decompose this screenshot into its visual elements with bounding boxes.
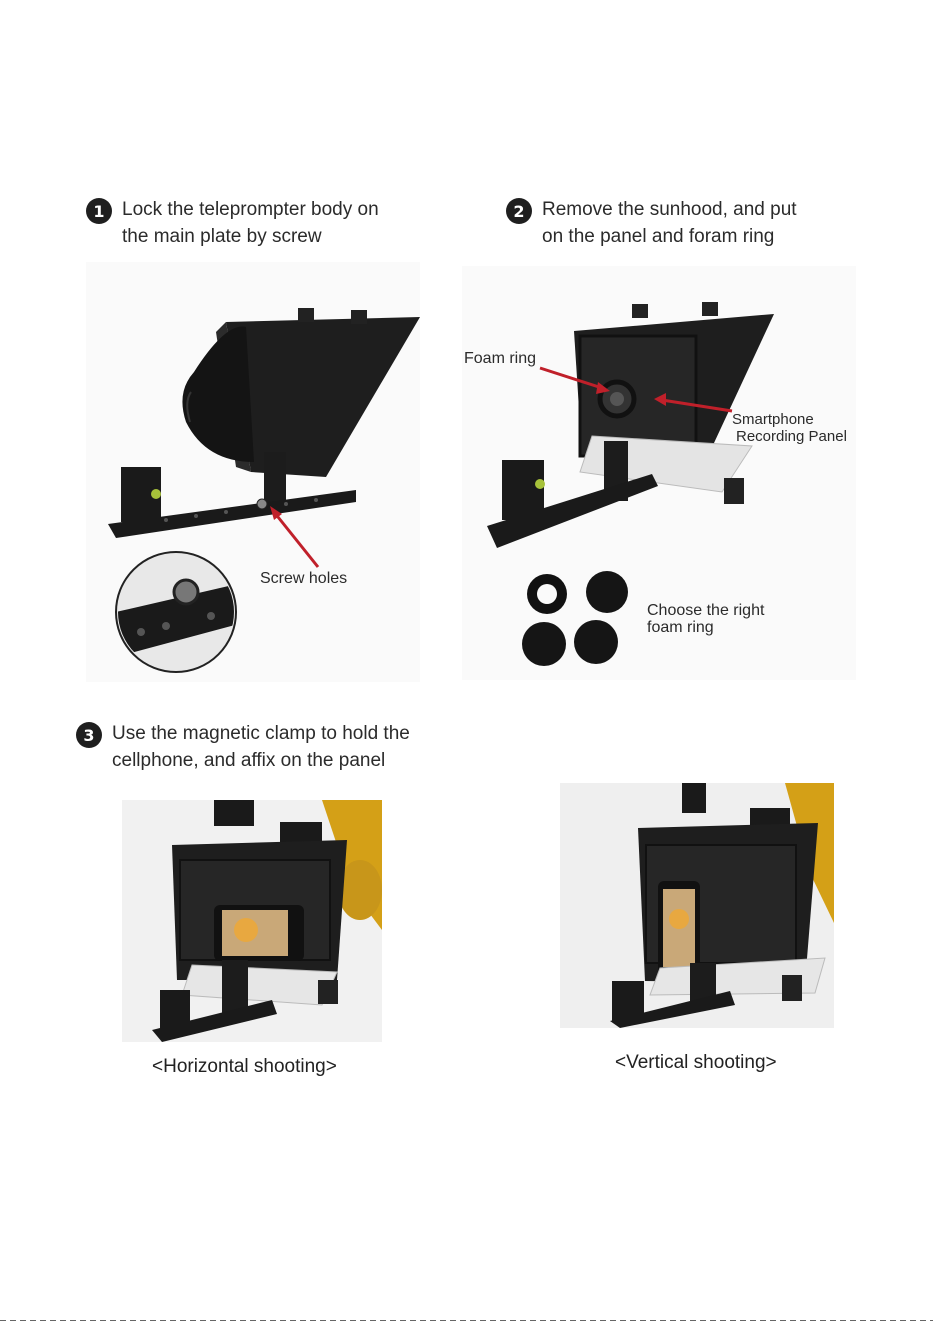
step-3-text-line1: Use the magnetic clamp to hold the bbox=[112, 723, 410, 744]
horizontal-shooting-caption: <Horizontal shooting> bbox=[152, 1056, 337, 1077]
vertical-shooting-photo bbox=[560, 783, 834, 1028]
vertical-shooting-caption: <Vertical shooting> bbox=[615, 1052, 777, 1073]
step-2-number: 2 bbox=[506, 198, 532, 224]
screw-holes-label: Screw holes bbox=[260, 570, 348, 587]
step-1-header: 1 Lock the teleprompter body on the main… bbox=[86, 196, 379, 250]
step-2-header: 2 Remove the sunhood, and put on the pan… bbox=[506, 196, 797, 250]
step-1-text-line1: Lock the teleprompter body on bbox=[122, 199, 379, 220]
step-3-header: 3 Use the magnetic clamp to hold the cel… bbox=[76, 720, 410, 774]
step-2-text-line1: Remove the sunhood, and put bbox=[542, 199, 797, 220]
vertical-phone-illustration bbox=[610, 783, 834, 1028]
horizontal-phone-illustration bbox=[152, 800, 382, 1042]
step-1-text-line2: the main plate by screw bbox=[122, 226, 322, 247]
step-1-photo bbox=[86, 262, 420, 682]
step-2-text-line2: on the panel and foram ring bbox=[542, 226, 775, 247]
recording-panel-illustration bbox=[487, 302, 774, 666]
teleprompter-body-illustration bbox=[108, 308, 420, 673]
choose-foam-ring-label-line1: Choose the right bbox=[647, 602, 765, 619]
smartphone-label: Smartphone bbox=[732, 411, 814, 428]
horizontal-shooting-photo bbox=[122, 800, 382, 1042]
step-2-photo bbox=[462, 266, 856, 680]
step-3-text-line2: cellphone, and affix on the panel bbox=[112, 750, 386, 771]
step-3-number: 3 bbox=[76, 722, 102, 748]
step-1-number: 1 bbox=[86, 198, 112, 224]
choose-foam-ring-label-line2: foam ring bbox=[647, 619, 714, 636]
bottom-dotted-rule bbox=[0, 1320, 933, 1321]
recording-panel-label: Recording Panel bbox=[736, 428, 847, 445]
foam-ring-label: Foam ring bbox=[464, 350, 537, 367]
